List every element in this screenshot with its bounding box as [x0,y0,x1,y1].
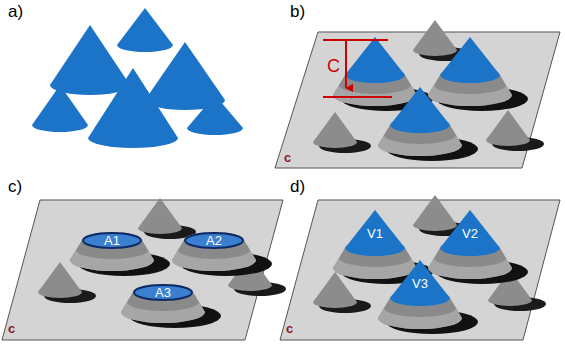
dimension-label: C [327,57,340,77]
plane-label: c [286,322,293,336]
area-ellipse: A3 [133,284,193,301]
cut-plane [2,200,283,340]
volume-cone: V1 [345,210,405,257]
area-label: A1 [82,234,142,247]
volume-label: V2 [440,227,500,240]
volume-cone: V2 [440,210,500,257]
height-bracket [323,40,392,97]
cone-cluster [32,8,243,148]
area-ellipse: A1 [82,232,142,249]
panel-letter: c) [8,178,22,197]
plane-label: c [8,322,15,336]
plane-label: c [284,151,291,165]
area-label: A2 [184,234,244,247]
area-label: A3 [133,286,193,299]
volume-label: V3 [390,277,450,290]
area-ellipse: A2 [184,232,244,249]
volume-cone: V3 [390,260,450,307]
panel-letter: b) [290,3,305,22]
volume-label: V1 [345,227,405,240]
panel-letter: d) [290,178,305,197]
panel-letter: a) [8,3,23,22]
